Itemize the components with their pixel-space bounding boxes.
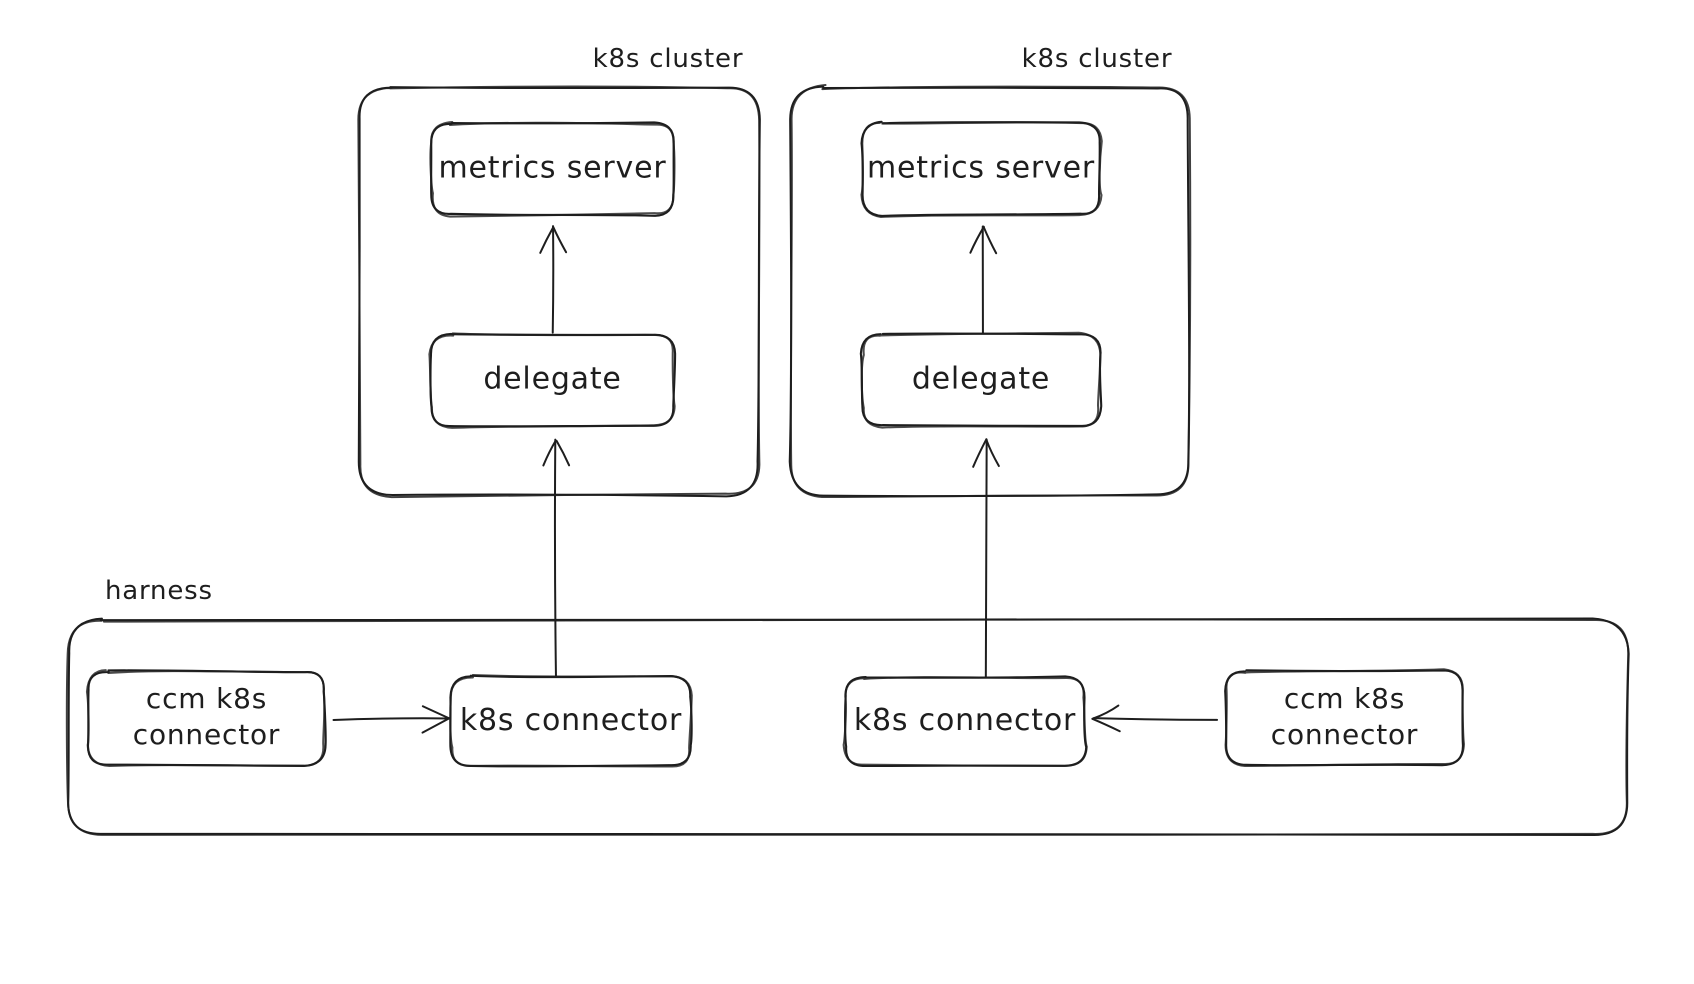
node-label-metrics-server-right: metrics server [867,151,1095,186]
node-background [430,334,675,427]
group-label-k8s-cluster-right: k8s cluster [1022,44,1173,74]
node-k8s-connector-left[interactable]: k8s connector [449,674,693,768]
group-harness[interactable] [65,617,1630,836]
arrow-head-barb-1 [539,226,554,254]
arrow-arrow-connector-to-delegate-left[interactable] [542,438,571,678]
node-outline-secondary [860,331,1102,429]
node-label-ccm-k8s-connector-left-line-2: connector [133,718,280,751]
group-labels-layer: k8s cluster k8s cluster harness [105,44,1172,606]
arrow-head-barb-2 [552,226,568,254]
node-outline-secondary [1224,668,1465,768]
node-metrics-server-right[interactable]: metrics server [860,120,1103,218]
arrow-shaft [332,717,450,721]
arrows-layer [332,225,1219,734]
node-background [87,670,326,766]
arrow-arrow-delegate-to-metrics-left[interactable] [539,225,568,334]
node-label-ccm-k8s-connector-right-line-2: connector [1271,718,1418,751]
node-outline-secondary [428,332,676,429]
nodes-layer: metrics server delegate metrics server dele… [85,120,1465,768]
node-delegate-left[interactable]: delegate [428,332,677,429]
arrow-head-barb-2 [555,439,571,467]
arrow-head-barb-1 [542,439,557,467]
node-label-k8s-connector-left: k8s connector [460,703,682,738]
node-background [1225,670,1463,766]
node-label-delegate-right: delegate [912,362,1050,397]
node-delegate-right[interactable]: delegate [859,331,1103,429]
group-outline-secondary [65,618,1630,836]
arrow-arrow-connector-to-delegate-right[interactable] [972,438,1000,678]
arrow-head-barb-2 [421,717,451,734]
node-k8s-connector-right[interactable]: k8s connector [842,675,1088,768]
node-outline-secondary [429,121,676,218]
arrow-shaft [984,438,988,678]
node-outline-secondary [85,669,326,767]
node-label-k8s-connector-right: k8s connector [854,703,1076,738]
node-label-ccm-k8s-connector-right-line-1: ccm k8s [1284,682,1405,715]
arrow-head-barb-2 [1091,718,1121,733]
arrow-head-barb-1 [969,225,985,254]
arrow-shaft [551,225,555,334]
group-k8s-cluster-right[interactable] [788,84,1192,499]
node-label-delegate-left: delegate [483,362,621,397]
node-background [450,676,692,767]
node-background [844,676,1085,766]
group-outline-secondary [789,84,1192,499]
node-outline-secondary [842,676,1088,767]
arrow-head-barb-2 [982,225,998,255]
arrow-arrow-ccm-to-connector-left[interactable] [332,705,451,734]
group-label-harness: harness [105,576,213,606]
node-label-ccm-k8s-connector-left-line-1: ccm k8s [146,682,267,715]
arrow-shaft [553,438,557,678]
arrow-arrow-ccm-to-connector-right[interactable] [1091,704,1219,733]
group-k8s-cluster-left[interactable] [357,85,761,499]
arrow-head-barb-1 [421,705,451,720]
group-containers-layer [65,84,1630,836]
arrow-arrow-delegate-to-metrics-right[interactable] [969,225,998,335]
node-label-metrics-server-left: metrics server [439,151,667,186]
node-background [861,122,1101,216]
node-metrics-server-left[interactable]: metrics server [429,121,676,218]
node-outline-secondary [860,121,1103,218]
node-outline-secondary [449,674,693,768]
node-background [861,333,1101,427]
arrow-shaft [1092,717,1219,721]
arrow-head-barb-2 [985,439,1000,468]
group-label-k8s-cluster-left: k8s cluster [593,44,744,74]
arrow-head-barb-1 [1091,704,1120,720]
group-outline-secondary [357,85,761,499]
node-background [430,122,675,216]
arrow-head-barb-1 [972,438,988,468]
